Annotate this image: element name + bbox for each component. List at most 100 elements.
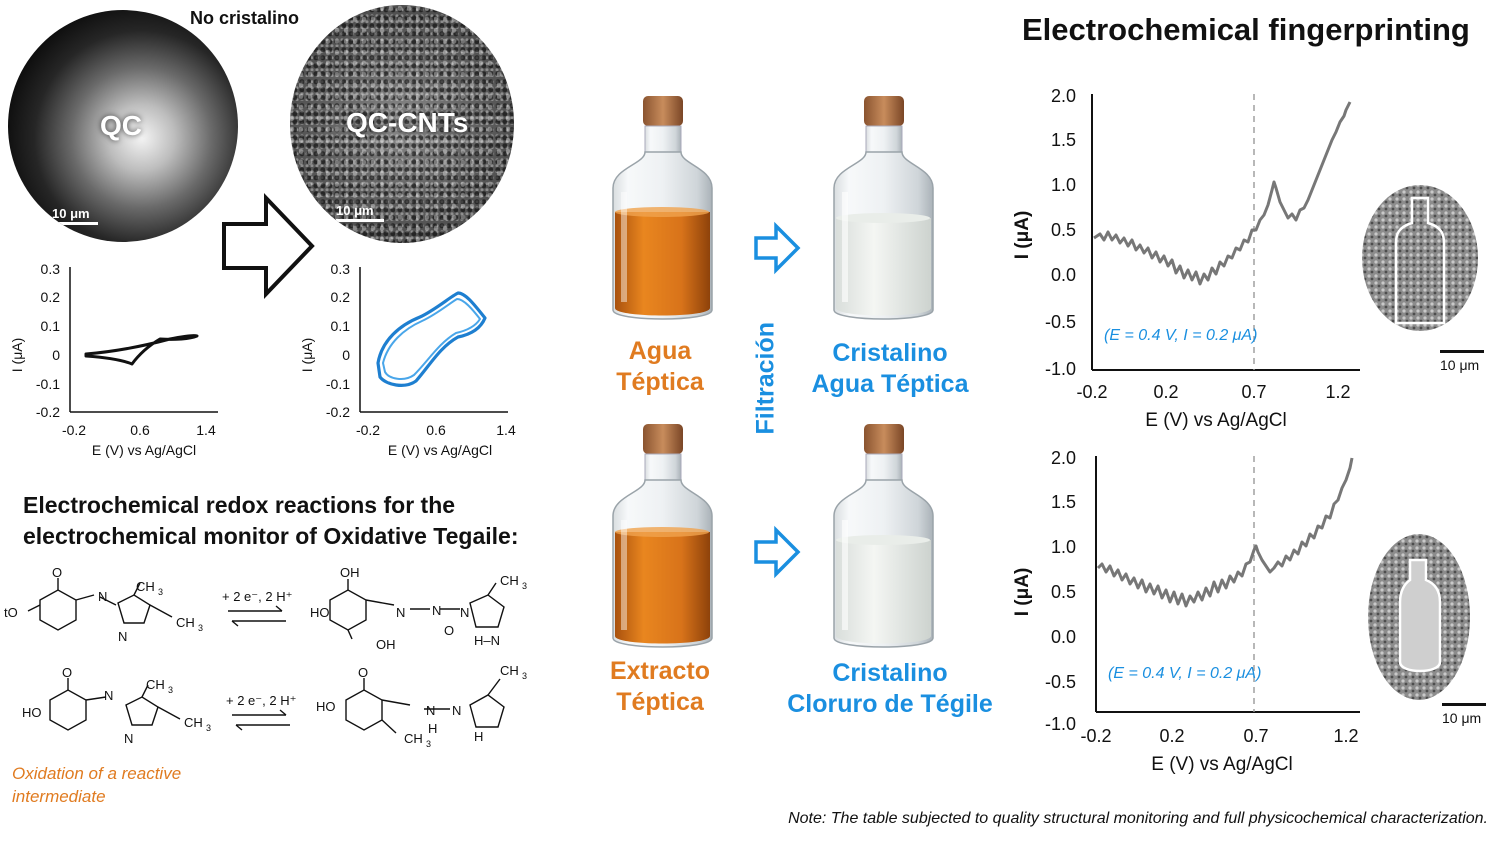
svg-text:CH: CH	[136, 579, 155, 594]
fingerprint-title: Electrochemical fingerprinting	[1022, 12, 1470, 47]
svg-text:3: 3	[426, 739, 431, 749]
svg-text:N: N	[104, 688, 113, 703]
cv-qc-ytick: 0.2	[41, 289, 61, 305]
svg-text:N: N	[460, 605, 469, 620]
right-arrow-icon	[222, 193, 315, 299]
svg-text:N: N	[432, 603, 441, 618]
cv-cnts-trace-outer	[376, 291, 487, 387]
svg-text:O: O	[62, 665, 72, 680]
cv-plot-qc-cnts: I (μA) 0.3 0.2 0.1 0 -0.1 -0.2 -0.2 0.6 …	[299, 261, 516, 458]
reaction2-arrow-label: + 2 e⁻, 2 H⁺	[226, 693, 296, 708]
cv-cnts-ytick: 0	[342, 347, 350, 363]
fp1-xtick: 0.2	[1153, 382, 1178, 402]
fp2-xtick: -0.2	[1080, 726, 1111, 746]
qc-cnts-label: QC-CNTs	[346, 107, 469, 138]
svg-text:N: N	[452, 703, 461, 718]
reaction1-arrow-label: + 2 e⁻, 2 H⁺	[222, 589, 292, 604]
cv-qc-trace	[84, 334, 199, 366]
oxidation-note: Oxidation of a reactive intermediate	[12, 764, 182, 806]
cv-cnts-ytick: 0.3	[331, 261, 351, 277]
svg-text:HO: HO	[316, 699, 336, 714]
qc-micrograph: QC 10 μm	[8, 10, 238, 242]
cv-cnts-ytick: 0.2	[331, 289, 351, 305]
qc-cnts-scale-bar: 10 μm	[336, 203, 384, 222]
bottle-extracto-teptica	[612, 424, 713, 648]
filtration-arrow-icon	[754, 221, 801, 275]
fp1-ytick: 1.0	[1051, 175, 1076, 195]
bottle-agua-teptica	[612, 96, 713, 320]
svg-text:N: N	[124, 731, 133, 746]
fp2-annotation: (E = 0.4 V, I = 0.2 μA)	[1108, 665, 1261, 682]
cv-qc-ylabel: I (μA)	[9, 338, 25, 373]
fp1-xlabel: E (V) vs Ag/AgCl	[1145, 410, 1287, 431]
bottle-cristalino-cloruro	[833, 424, 934, 648]
fp1-ytick: -1.0	[1045, 359, 1076, 379]
fp1-ytick: 2.0	[1051, 86, 1076, 106]
fp2-ytick: -0.5	[1045, 672, 1076, 692]
fp1-trace	[1093, 101, 1352, 286]
fp2-ytick: 1.5	[1051, 492, 1076, 512]
svg-text:O: O	[52, 565, 62, 580]
cv-qc-ytick: -0.1	[36, 376, 60, 392]
cv-cnts-xtick: 0.6	[426, 422, 446, 438]
cv-cnts-ylabel: I (μA)	[299, 338, 315, 373]
svg-text:N: N	[426, 703, 435, 718]
cv-cnts-ytick: -0.2	[326, 404, 350, 420]
svg-text:O: O	[444, 623, 454, 638]
svg-text:CH: CH	[176, 615, 195, 630]
cv-qc-xtick: -0.2	[62, 422, 86, 438]
footnote: Note: The table subjected to quality str…	[788, 810, 1488, 827]
cv-qc-xtick: 1.4	[196, 422, 216, 438]
svg-text:CH: CH	[500, 573, 519, 588]
cv-qc-xlabel: E (V) vs Ag/AgCl	[92, 442, 196, 458]
svg-text:3: 3	[168, 685, 173, 695]
filtration-label: Filtración	[751, 321, 780, 435]
cv-cnts-ytick: 0.1	[331, 318, 351, 334]
svg-text:H: H	[474, 729, 483, 744]
svg-text:OH: OH	[376, 637, 396, 652]
cv-qc-ytick: -0.2	[36, 404, 60, 420]
svg-text:3: 3	[198, 623, 203, 633]
fp2-xtick: 0.7	[1243, 726, 1268, 746]
sem-inset-2-scale: 10 μm	[1442, 703, 1486, 726]
svg-text:CH: CH	[500, 663, 519, 678]
fp2-ytick: 1.0	[1051, 537, 1076, 557]
cv-cnts-trace-inner	[382, 298, 481, 380]
fp2-trace	[1096, 457, 1354, 608]
fp2-xtick: 1.2	[1333, 726, 1358, 746]
fp2-ytick: -1.0	[1045, 714, 1076, 734]
cv-plot-qc: I (μA) 0.3 0.2 0.1 0 -0.1 -0.2 -0.2 0.6 …	[9, 261, 218, 458]
svg-text:CH: CH	[404, 731, 423, 746]
fp2-ytick: 2.0	[1051, 448, 1076, 468]
sem-inset-1-scale: 10 μm	[1440, 350, 1484, 373]
svg-text:CH: CH	[146, 677, 165, 692]
fp2-ylabel: I (μA)	[1012, 568, 1033, 617]
svg-text:N: N	[98, 589, 107, 604]
svg-text:H: H	[428, 721, 437, 736]
svg-text:OH: OH	[340, 565, 360, 580]
fp1-xtick: -0.2	[1076, 382, 1107, 402]
fp2-ytick: 0.5	[1051, 582, 1076, 602]
svg-text:3: 3	[522, 671, 527, 681]
fp1-annotation: (E = 0.4 V, I = 0.2 μA)	[1104, 327, 1257, 344]
fp1-ylabel: I (μA)	[1012, 211, 1033, 260]
no-cristalino-label: No cristalino	[190, 8, 300, 28]
svg-text:N: N	[118, 629, 127, 644]
svg-text:N: N	[396, 605, 405, 620]
svg-text:H–N: H–N	[474, 633, 500, 648]
cv-cnts-ytick: -0.1	[326, 376, 350, 392]
fp1-ytick: 1.5	[1051, 130, 1076, 150]
cv-cnts-xtick: 1.4	[496, 422, 516, 438]
fp1-ytick: 0.5	[1051, 220, 1076, 240]
svg-text:tO: tO	[4, 605, 18, 620]
fingerprint-plot-2: I (μA) 2.0 1.5 1.0 0.5 0.0 -0.5 -1.0 -0.…	[1012, 448, 1360, 775]
sem-inset-1	[1362, 185, 1478, 331]
qc-cnts-micrograph: QC-CNTs 10 μm	[290, 5, 514, 243]
fp2-xtick: 0.2	[1159, 726, 1184, 746]
svg-text:HO: HO	[310, 605, 330, 620]
qc-label: QC	[100, 110, 142, 141]
